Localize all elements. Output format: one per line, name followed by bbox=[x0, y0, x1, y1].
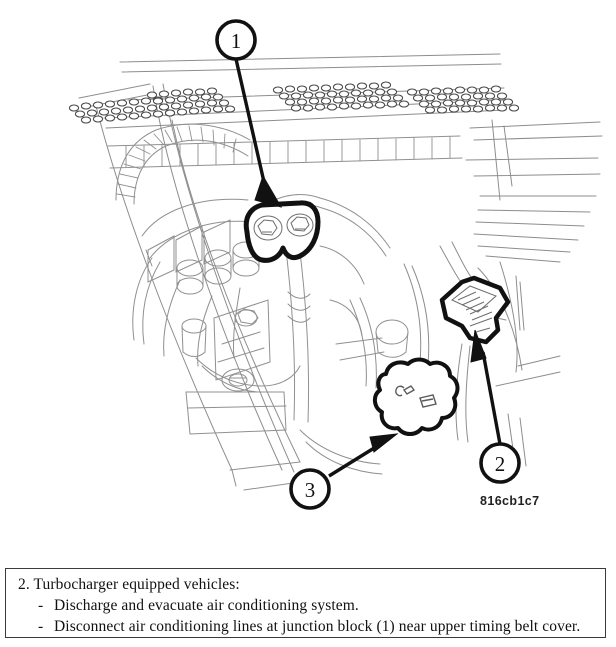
leader-arrow-1 bbox=[254, 174, 283, 208]
callout-3-number: 3 bbox=[305, 478, 316, 502]
caption-box: 2. Turbocharger equipped vehicles: - Dis… bbox=[5, 568, 606, 638]
leader-line-1 bbox=[234, 58, 266, 183]
caption-bullet-1-dash: - bbox=[38, 597, 44, 614]
caption-bullet-2-dash: - bbox=[38, 618, 44, 635]
leader-line-3 bbox=[328, 443, 380, 478]
caption-bullet-2-text: Disconnect air conditioning lines at jun… bbox=[54, 618, 581, 635]
callout-1-number: 1 bbox=[231, 29, 242, 53]
callout-2-number: 2 bbox=[495, 452, 506, 476]
leader-arrow-3 bbox=[369, 433, 399, 453]
leader-line-2 bbox=[481, 351, 502, 445]
part-cap bbox=[373, 357, 460, 436]
part-connector bbox=[439, 275, 511, 345]
image-code-label: 816cb1c7 bbox=[480, 494, 540, 508]
part-junction-block bbox=[243, 200, 321, 263]
caption-title: 2. Turbocharger equipped vehicles: bbox=[18, 576, 240, 593]
caption-bullet-2: - Disconnect air conditioning lines at j… bbox=[6, 616, 605, 637]
engine-detail-lines bbox=[107, 123, 463, 491]
callout-3: 3 bbox=[289, 468, 331, 510]
callout-1: 1 bbox=[215, 19, 257, 61]
callout-2: 2 bbox=[479, 442, 521, 484]
caption-bullet-1-text: Discharge and evacuate air conditioning … bbox=[54, 597, 359, 614]
leader-arrow-2 bbox=[470, 329, 487, 363]
callout-leaders bbox=[234, 58, 502, 478]
caption-bullet-1: - Discharge and evacuate air conditionin… bbox=[6, 595, 605, 616]
figure-illustration: 1 2 3 bbox=[68, 19, 603, 510]
